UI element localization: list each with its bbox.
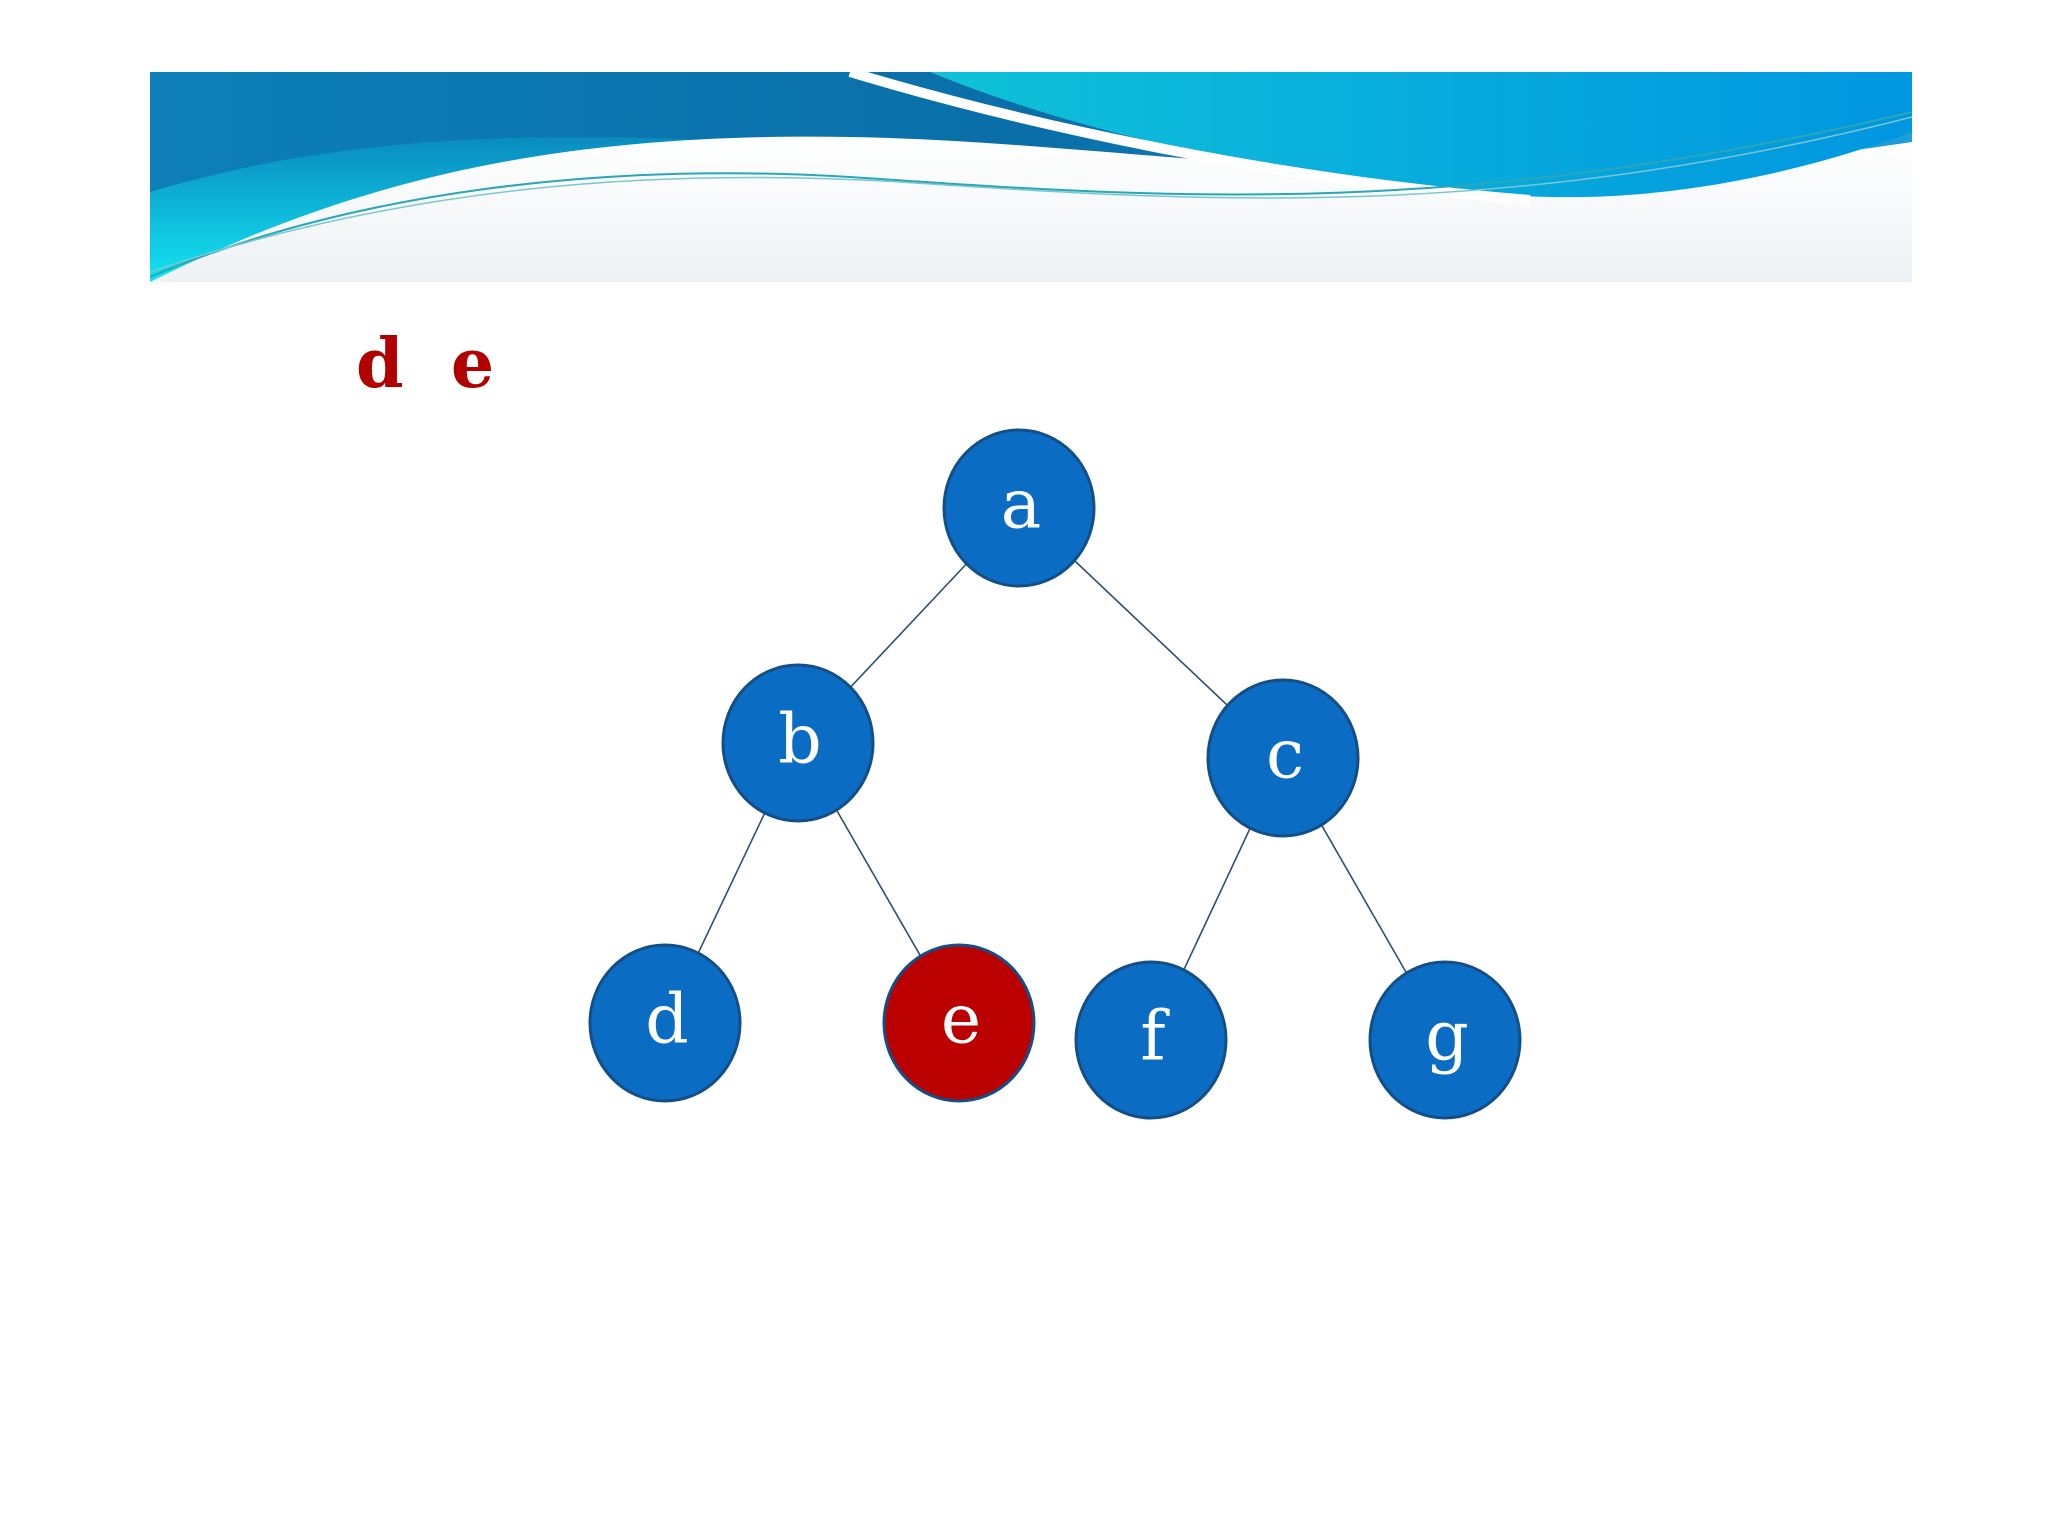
tree-node-f: f [1074, 960, 1228, 1120]
tree-node-d: d [588, 943, 742, 1103]
tree-node-circle-e [882, 943, 1036, 1103]
tree-node-g: g [1368, 960, 1522, 1120]
tree-node-label-c: c [1266, 716, 1304, 795]
tree-node-c: c [1206, 678, 1360, 838]
header-wave-banner [150, 72, 1912, 282]
tree-node-circle-g [1368, 960, 1522, 1120]
tree-node-label-e: e [941, 981, 981, 1060]
tree-node-e: e [882, 943, 1036, 1103]
tree-nodes: a b c d e f g [588, 428, 1522, 1120]
tree-node-circle-c [1206, 678, 1360, 838]
tree-node-circle-f [1074, 960, 1228, 1120]
tree-node-label-d: d [645, 981, 689, 1060]
tree-node-circle-b [721, 663, 875, 823]
tree-node-label-g: g [1425, 998, 1469, 1077]
tree-node-a: a [942, 428, 1096, 588]
tree-node-label-b: b [778, 701, 822, 780]
tree-node-label-a: a [1001, 466, 1042, 545]
tree-node-label-f: f [1140, 998, 1170, 1077]
tree-node-circle-a [942, 428, 1096, 588]
tree-node-circle-d [588, 943, 742, 1103]
tree-node-b: b [721, 663, 875, 823]
traversal-result-text: d e [356, 324, 495, 404]
